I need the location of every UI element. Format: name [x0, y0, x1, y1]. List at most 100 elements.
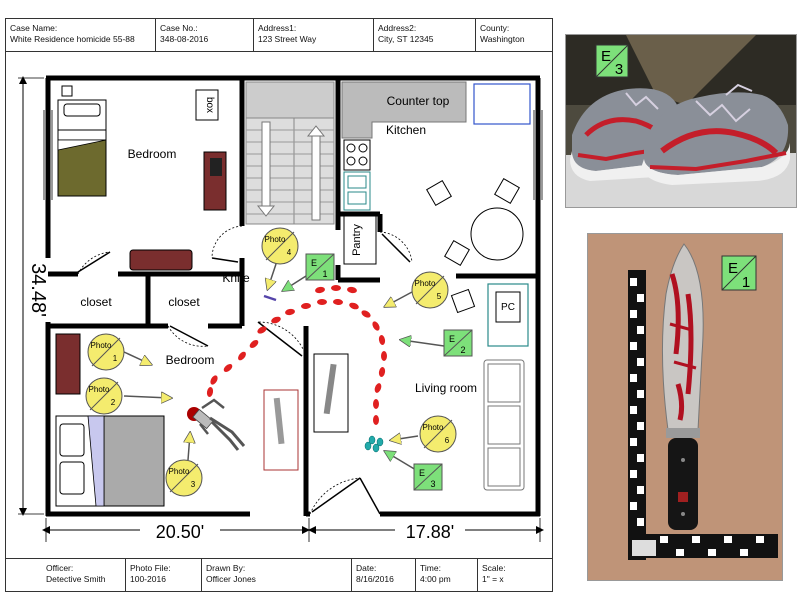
drawn-by-cell: Drawn By: Officer Jones [202, 559, 352, 591]
address2-cell: Address2: City, ST 12345 [374, 19, 476, 51]
knife-label: Knife [222, 271, 250, 285]
sneaker-right [642, 83, 790, 185]
svg-text:2: 2 [111, 398, 116, 407]
bottom-bedroom: Bedroom [55, 333, 299, 507]
width-left-dimension-label: 20.50' [156, 522, 204, 542]
evidence-marker-1: E 1 [284, 253, 335, 290]
date-cell: Date: 8/16/2016 [352, 559, 416, 591]
county-value: Washington [480, 34, 525, 44]
svg-text:6: 6 [445, 436, 450, 445]
svg-text:Photo: Photo [415, 279, 436, 288]
county-label: County: [480, 23, 510, 33]
officer-label: Officer: [46, 563, 74, 573]
sofa [483, 359, 525, 491]
staircase [245, 81, 335, 225]
door-swings [77, 225, 413, 515]
living-room-label: Living room [415, 381, 477, 395]
scale-label: Scale: [482, 563, 506, 573]
evidence-marker-3: E 3 [386, 452, 443, 491]
case-name-label: Case Name: [10, 23, 58, 33]
diagram-frame: Case Name: White Residence homicide 55-8… [5, 18, 553, 592]
blanket [57, 139, 107, 197]
scale-cell: Scale: 1" = x [478, 559, 552, 591]
knife-marker [263, 294, 277, 302]
svg-text:1: 1 [322, 269, 327, 279]
stove-burner-icon [346, 143, 368, 166]
svg-text:Photo: Photo [423, 423, 444, 432]
knife-image: E 1 [588, 234, 782, 580]
shoe-prints-icon [364, 435, 384, 453]
drawn-by-label: Drawn By: [206, 563, 246, 573]
date-value: 8/16/2016 [356, 574, 394, 584]
walls [45, 75, 541, 517]
photo-marker-3: Photo 3 [165, 434, 203, 497]
bloody-knife [661, 243, 704, 530]
width-right-dimension-label: 17.88' [406, 522, 454, 542]
top-bedroom: box Bedroom [57, 85, 227, 271]
case-no-cell: Case No.: 348-08-2016 [156, 19, 254, 51]
photo-marker-1: Photo 1 [87, 333, 150, 371]
svg-text:Photo: Photo [265, 235, 286, 244]
counter-top-label: Counter top [387, 94, 450, 108]
stair-down-arrow-icon [256, 205, 276, 217]
date-label: Date: [356, 563, 377, 573]
evidence-marker-2: E 2 [402, 329, 473, 357]
officer-value: Detective Smith [46, 574, 106, 584]
living-room: PC Living room [313, 283, 529, 491]
case-no-value: 348-08-2016 [160, 34, 209, 44]
desk-chair [450, 288, 476, 314]
svg-text:E: E [311, 258, 317, 268]
svg-text:3: 3 [615, 61, 623, 78]
svg-text:1: 1 [113, 354, 118, 363]
svg-text:3: 3 [430, 479, 435, 489]
dimension-lines: 34.48' 20.50' 17.88' [18, 76, 544, 542]
pillow [63, 103, 101, 117]
time-label: Time: [420, 563, 441, 573]
closet-left-label: closet [80, 295, 112, 309]
forensic-scale-ruler [628, 270, 778, 560]
photo-markers: Photo 1 Photo 2 Photo 3 Photo 4 [85, 227, 457, 497]
dining-chairs [426, 178, 520, 266]
pillow-right [59, 461, 85, 495]
photo-marker-6: Photo 6 [392, 415, 457, 453]
evidence-photo-knife[interactable]: E 1 [587, 233, 783, 581]
photo-file-label: Photo File: [130, 563, 171, 573]
svg-text:Photo: Photo [89, 385, 110, 394]
address1-cell: Address1: 123 Street Way [254, 19, 374, 51]
evidence-photo-shoes[interactable]: E 3 [565, 34, 797, 208]
bedroom-bottom-label: Bedroom [166, 353, 215, 367]
photo-marker-5: Photo 5 [386, 271, 449, 309]
dresser-bottom [55, 333, 81, 395]
footer-row: Officer: Detective Smith Photo File: 100… [6, 558, 552, 591]
photo-file-cell: Photo File: 100-2016 [126, 559, 202, 591]
address1-value: 123 Street Way [258, 34, 317, 44]
kitchen: Counter top Kitchen Pantry [341, 81, 531, 266]
svg-text:E: E [601, 48, 611, 65]
refrigerator [473, 83, 531, 125]
stair-up-arrow-icon [306, 125, 326, 137]
pc-label: PC [501, 302, 515, 313]
pillow-left [59, 423, 85, 457]
county-cell: County: Washington [476, 19, 552, 51]
svg-text:4: 4 [287, 248, 292, 257]
svg-text:3: 3 [191, 480, 196, 489]
svg-text:1: 1 [742, 274, 750, 291]
nightstand-small [61, 85, 73, 97]
bedroom-top-label: Bedroom [128, 147, 177, 161]
floor-plan: 34.48' 20.50' 17.88' [18, 75, 544, 542]
svg-text:Photo: Photo [169, 467, 190, 476]
counter-top [341, 81, 467, 139]
stove [343, 139, 371, 171]
bench [129, 249, 193, 271]
drawn-by-value: Officer Jones [206, 574, 256, 584]
photo-marker-2: Photo 2 [85, 377, 170, 415]
evidence-markers: E 1 E 2 E 3 [284, 253, 473, 491]
header-row: Case Name: White Residence homicide 55-8… [6, 19, 552, 52]
photo-marker-4: Photo 4 [261, 227, 299, 288]
closet-right-label: closet [168, 295, 200, 309]
scale-value: 1" = x [482, 574, 504, 584]
officer-cell: Officer: Detective Smith [6, 559, 126, 591]
kitchen-label: Kitchen [386, 123, 426, 137]
svg-text:E: E [728, 260, 738, 277]
svg-text:5: 5 [437, 292, 442, 301]
